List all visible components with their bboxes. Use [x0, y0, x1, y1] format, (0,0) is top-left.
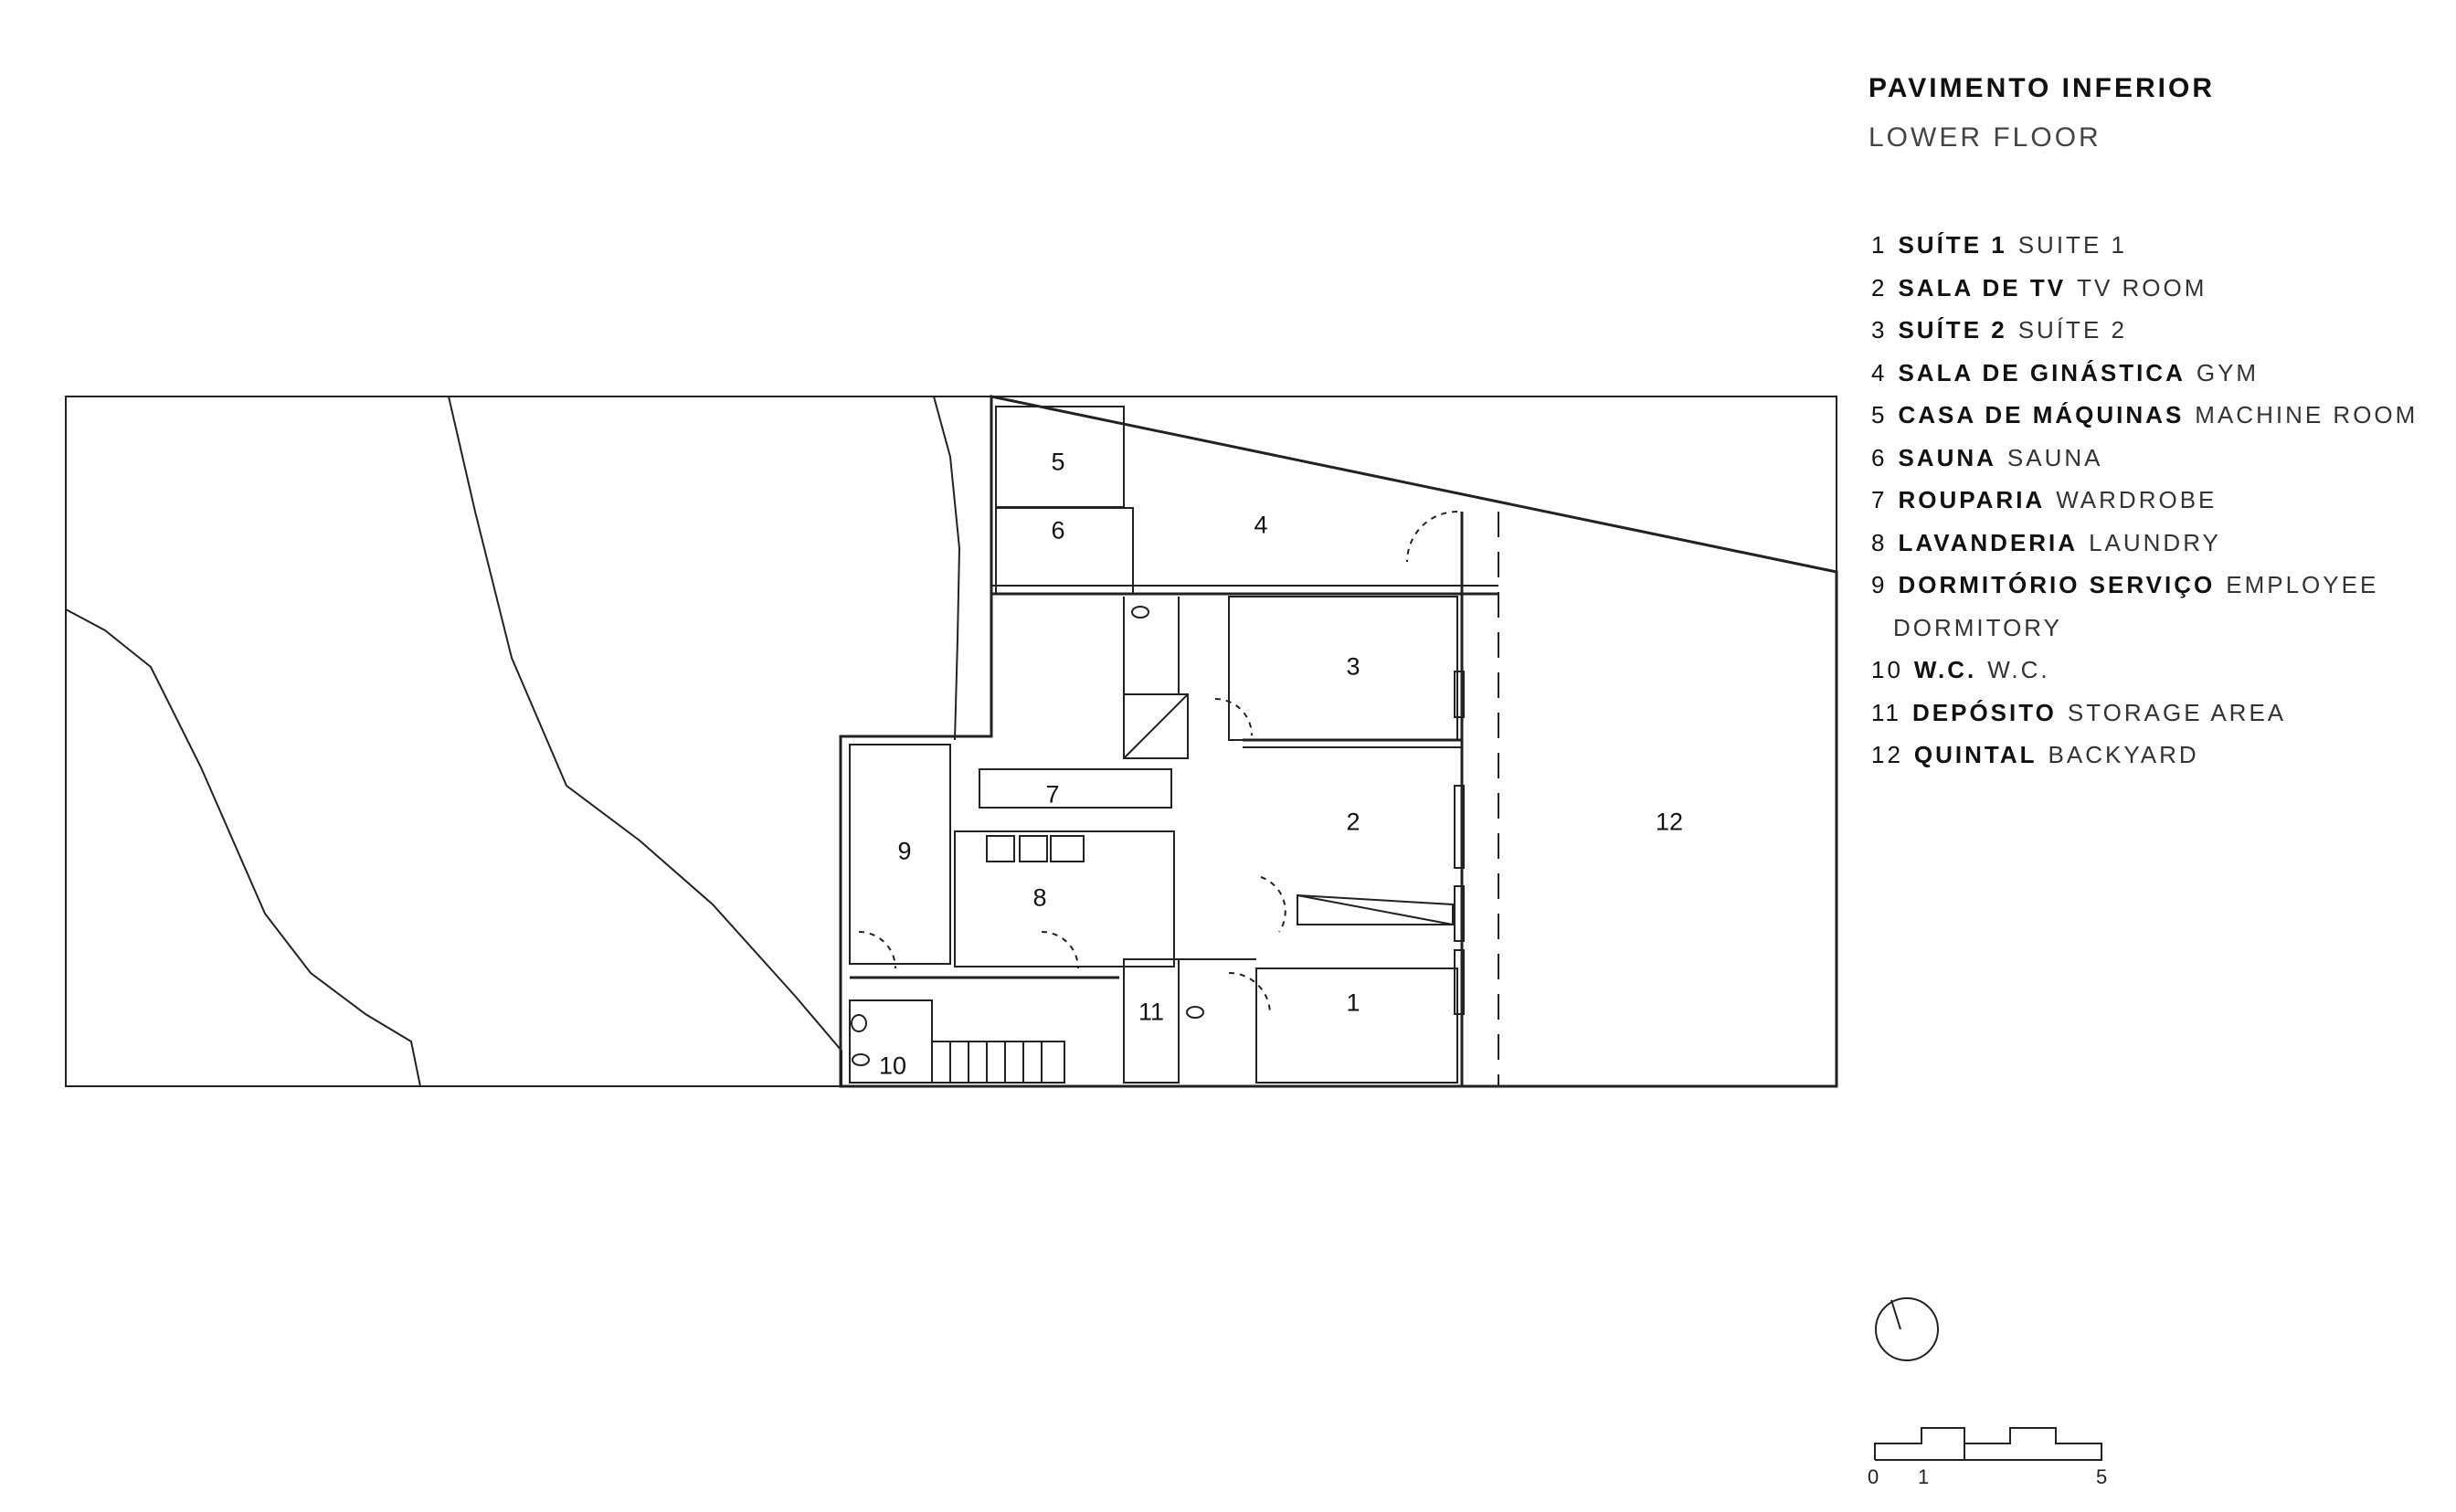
- suite1-walls: [1255, 967, 1458, 1084]
- legend-english: BACKYARD: [2048, 741, 2199, 768]
- laundry-walls: [954, 830, 1175, 967]
- door-arc-suite2: [1214, 698, 1253, 736]
- laundry-counter: [1050, 835, 1085, 862]
- storage-walls: [1123, 958, 1180, 1084]
- legend-english: EMPLOYEE: [2226, 571, 2379, 598]
- legend-portuguese: LAVANDERIA: [1898, 528, 2079, 556]
- legend-english: SAUNA: [2006, 443, 2103, 471]
- legend-number: 2: [1871, 273, 1888, 301]
- stair: [1123, 693, 1189, 759]
- page-subtitle: LOWER FLOOR: [1868, 122, 2101, 153]
- legend-item: 2 SALA DE TV TV ROOM: [1871, 267, 2418, 310]
- legend-portuguese: W.C.: [1913, 656, 1977, 683]
- terrain-contour-right: [933, 396, 961, 741]
- legend-number: 3: [1871, 316, 1888, 344]
- wardrobe-walls: [979, 768, 1172, 809]
- room-label-10: 10: [878, 1052, 907, 1080]
- legend-number: 10: [1871, 656, 1903, 683]
- legend-item: 4 SALA DE GINÁSTICA GYM: [1871, 352, 2418, 395]
- legend-item: DORMITORY: [1871, 607, 2418, 650]
- legend-number: 7: [1871, 486, 1888, 513]
- legend-portuguese: QUINTAL: [1913, 741, 2038, 768]
- room-label-3: 3: [1346, 652, 1360, 681]
- service-stairs: [931, 1041, 1065, 1084]
- scale-label-0: 0: [1868, 1465, 1879, 1488]
- scale-label-1: 1: [1918, 1465, 1930, 1488]
- legend-portuguese: CASA DE MÁQUINAS: [1898, 401, 2185, 428]
- dormitory-walls: [849, 744, 951, 965]
- room-legend: 1 SUÍTE 1 SUITE 1 2 SALA DE TV TV ROOM 3 SUÍTE …: [1871, 224, 2418, 777]
- legend-number: 12: [1871, 741, 1903, 768]
- room-label-12: 12: [1655, 808, 1684, 836]
- toilet-fixture: [1186, 1006, 1204, 1019]
- page-title: PAVIMENTO INFERIOR: [1868, 73, 2216, 103]
- legend-number: 6: [1871, 443, 1888, 471]
- door-arc-gym: [1406, 511, 1458, 563]
- legend-english: WARDROBE: [2056, 486, 2218, 513]
- legend-number: 8: [1871, 528, 1888, 556]
- legend-item: 7 ROUPARIA WARDROBE: [1871, 479, 2418, 522]
- toilet-fixture: [851, 1014, 867, 1032]
- building-outline: [839, 395, 1838, 1088]
- door-arc-tv: [1260, 876, 1286, 933]
- room-label-5: 5: [1051, 448, 1065, 476]
- legend-portuguese: ROUPARIA: [1898, 486, 2046, 513]
- suite2-walls: [1228, 596, 1458, 741]
- legend-portuguese: DEPÓSITO: [1912, 698, 2057, 726]
- legend-item: 9 DORMITÓRIO SERVIÇO EMPLOYEE: [1871, 564, 2418, 607]
- room-label-8: 8: [1032, 883, 1047, 912]
- legend-portuguese: SALA DE GINÁSTICA: [1898, 358, 2186, 386]
- legend-english: LAUNDRY: [2089, 528, 2221, 556]
- scale-label-5: 5: [2096, 1465, 2108, 1488]
- room-label-6: 6: [1051, 516, 1065, 545]
- legend-number: 4: [1871, 358, 1888, 386]
- laundry-sink-2: [1019, 835, 1048, 862]
- door-arc-suite1: [1228, 972, 1271, 1015]
- north-compass-icon: [1875, 1297, 1939, 1361]
- toilet-fixture: [852, 1053, 870, 1066]
- terrain-contour-mid: [448, 396, 842, 1086]
- laundry-sink-1: [986, 835, 1015, 862]
- terrain-contour-left: [65, 608, 421, 1087]
- toilet-fixture: [1131, 606, 1149, 619]
- room-label-2: 2: [1346, 808, 1360, 836]
- legend-item: 6 SAUNA SAUNA: [1871, 437, 2418, 480]
- legend-item: 5 CASA DE MÁQUINAS MACHINE ROOM: [1871, 394, 2418, 437]
- legend-portuguese: SALA DE TV: [1898, 273, 2067, 301]
- legend-number: 1: [1871, 231, 1888, 259]
- room-label-11: 11: [1138, 998, 1165, 1026]
- legend-item: 10 W.C. W.C.: [1871, 649, 2418, 692]
- room-label-7: 7: [1045, 780, 1060, 809]
- legend-portuguese: SUÍTE 2: [1898, 316, 2007, 344]
- legend-portuguese: DORMITÓRIO SERVIÇO: [1898, 571, 2216, 598]
- legend-portuguese: SUÍTE 1: [1898, 231, 2007, 259]
- legend-number: 11: [1871, 698, 1901, 726]
- site-boundary: [65, 396, 1837, 1087]
- north-compass-needle: [1890, 1299, 1901, 1330]
- room-label-9: 9: [897, 837, 912, 865]
- legend-english: MACHINE ROOM: [2195, 401, 2419, 428]
- legend-number: 9: [1871, 571, 1888, 598]
- legend-english: DORMITORY: [1893, 613, 2062, 641]
- legend-item: 8 LAVANDERIA LAUNDRY: [1871, 522, 2418, 565]
- legend-english: TV ROOM: [2077, 273, 2207, 301]
- legend-english: GYM: [2196, 358, 2260, 386]
- legend-item: 12 QUINTAL BACKYARD: [1871, 734, 2418, 777]
- scale-bar-icon: [1874, 1427, 2102, 1461]
- legend-item: 3 SUÍTE 2 SUÍTE 2: [1871, 309, 2418, 352]
- legend-english: STORAGE AREA: [2067, 698, 2287, 726]
- legend-english: SUÍTE 2: [2017, 316, 2127, 344]
- legend-item: 11 DEPÓSITO STORAGE AREA: [1871, 692, 2418, 735]
- legend-item: 1 SUÍTE 1 SUITE 1: [1871, 224, 2418, 267]
- legend-number: 5: [1871, 401, 1888, 428]
- legend-english: SUITE 1: [2017, 231, 2127, 259]
- room-label-1: 1: [1346, 989, 1360, 1017]
- legend-portuguese: SAUNA: [1898, 443, 1996, 471]
- door-arc-laundry: [1041, 931, 1079, 969]
- room-label-4: 4: [1254, 511, 1268, 539]
- legend-english: W.C.: [1987, 656, 2050, 683]
